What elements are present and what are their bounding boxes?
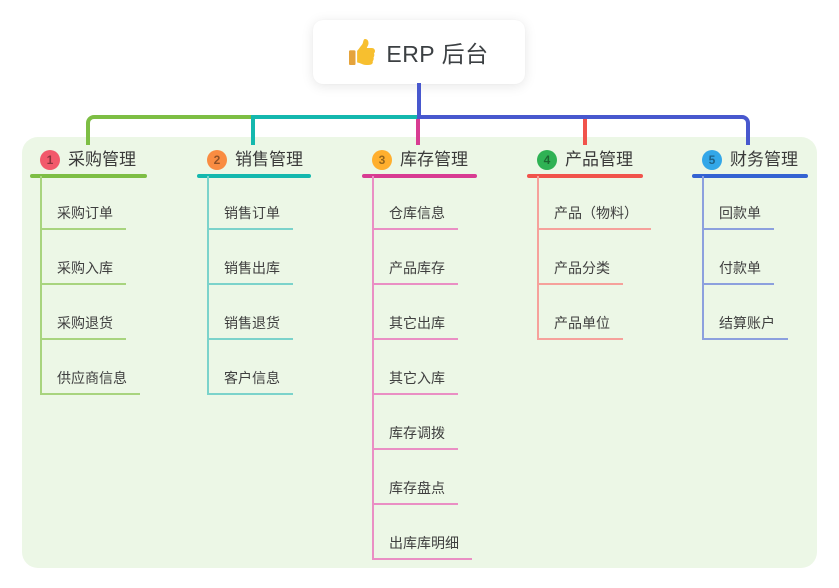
branch-connector-3: [416, 119, 420, 145]
child-node[interactable]: 回款单: [702, 201, 774, 230]
branch-connector-2: [251, 115, 417, 145]
child-node[interactable]: 采购入库: [40, 256, 126, 285]
child-node-label: 采购入库: [57, 260, 113, 276]
branch-connector-5: [417, 115, 750, 145]
child-node-label: 其它入库: [389, 370, 445, 386]
branch-title-underline: [692, 174, 808, 178]
child-node-label: 回款单: [719, 205, 761, 221]
root-node[interactable]: ERP 后台: [313, 20, 525, 84]
child-node[interactable]: 销售退货: [207, 311, 293, 340]
child-node-label: 库存盘点: [389, 480, 445, 496]
branch-badge-3: 3: [372, 150, 392, 170]
child-node[interactable]: 产品库存: [372, 256, 458, 285]
branch-title-5[interactable]: 财务管理: [730, 150, 798, 169]
branch-title-3[interactable]: 库存管理: [400, 150, 468, 169]
child-node[interactable]: 供应商信息: [40, 366, 140, 395]
branch-trunk: [537, 176, 539, 340]
child-node[interactable]: 出库库明细: [372, 531, 472, 560]
branch-trunk: [207, 176, 209, 395]
child-node[interactable]: 库存调拨: [372, 421, 458, 450]
child-node-label: 客户信息: [224, 370, 280, 386]
child-node-label: 供应商信息: [57, 370, 127, 386]
child-node-label: 其它出库: [389, 315, 445, 331]
branch-badge-1: 1: [40, 150, 60, 170]
branch-badge-number: 5: [708, 153, 716, 167]
child-node[interactable]: 销售订单: [207, 201, 293, 230]
child-node-label: 库存调拨: [389, 425, 445, 441]
child-node[interactable]: 销售出库: [207, 256, 293, 285]
child-node[interactable]: 产品（物料）: [537, 201, 651, 230]
child-node-label: 出库库明细: [389, 535, 459, 551]
child-node[interactable]: 客户信息: [207, 366, 293, 395]
branch-title-underline: [362, 174, 477, 178]
root-connector-stem: [417, 83, 421, 117]
branch-trunk: [702, 176, 704, 340]
branch-badge-2: 2: [207, 150, 227, 170]
branch-title-underline: [527, 174, 643, 178]
mindmap-panel: [22, 137, 817, 568]
branch-trunk: [40, 176, 42, 395]
branch-trunk: [372, 176, 374, 560]
child-node-label: 产品库存: [389, 260, 445, 276]
child-node-label: 采购订单: [57, 205, 113, 221]
child-node-label: 销售订单: [224, 205, 280, 221]
root-node-label: ERP 后台: [386, 41, 489, 67]
branch-badge-number: 4: [543, 153, 551, 167]
branch-connector-4: [583, 119, 587, 145]
child-node[interactable]: 付款单: [702, 256, 774, 285]
branch-badge-number: 2: [213, 153, 221, 167]
child-node-label: 销售退货: [224, 315, 280, 331]
branch-badge-number: 1: [46, 153, 54, 167]
child-node[interactable]: 产品单位: [537, 311, 623, 340]
child-node[interactable]: 仓库信息: [372, 201, 458, 230]
child-node-label: 销售出库: [224, 260, 280, 276]
child-node-label: 产品单位: [554, 315, 610, 331]
child-node[interactable]: 结算账户: [702, 311, 788, 340]
branch-badge-5: 5: [702, 150, 722, 170]
branch-connector-1: [86, 115, 253, 145]
child-node-label: 仓库信息: [389, 205, 445, 221]
child-node-label: 结算账户: [719, 315, 775, 331]
branch-title-2[interactable]: 销售管理: [235, 150, 303, 169]
branch-badge-4: 4: [537, 150, 557, 170]
branch-title-underline: [30, 174, 147, 178]
child-node-label: 采购退货: [57, 315, 113, 331]
thumbs-up-icon: [349, 39, 376, 65]
branch-badge-number: 3: [378, 153, 386, 167]
child-node[interactable]: 采购退货: [40, 311, 126, 340]
child-node[interactable]: 产品分类: [537, 256, 623, 285]
child-node[interactable]: 其它出库: [372, 311, 458, 340]
child-node[interactable]: 其它入库: [372, 366, 458, 395]
child-node[interactable]: 库存盘点: [372, 476, 458, 505]
child-node[interactable]: 采购订单: [40, 201, 126, 230]
child-node-label: 产品分类: [554, 260, 610, 276]
child-node-label: 产品（物料）: [554, 205, 638, 221]
child-node-label: 付款单: [719, 260, 761, 276]
branch-title-1[interactable]: 采购管理: [68, 150, 136, 169]
branch-title-4[interactable]: 产品管理: [565, 150, 633, 169]
branch-title-underline: [197, 174, 311, 178]
